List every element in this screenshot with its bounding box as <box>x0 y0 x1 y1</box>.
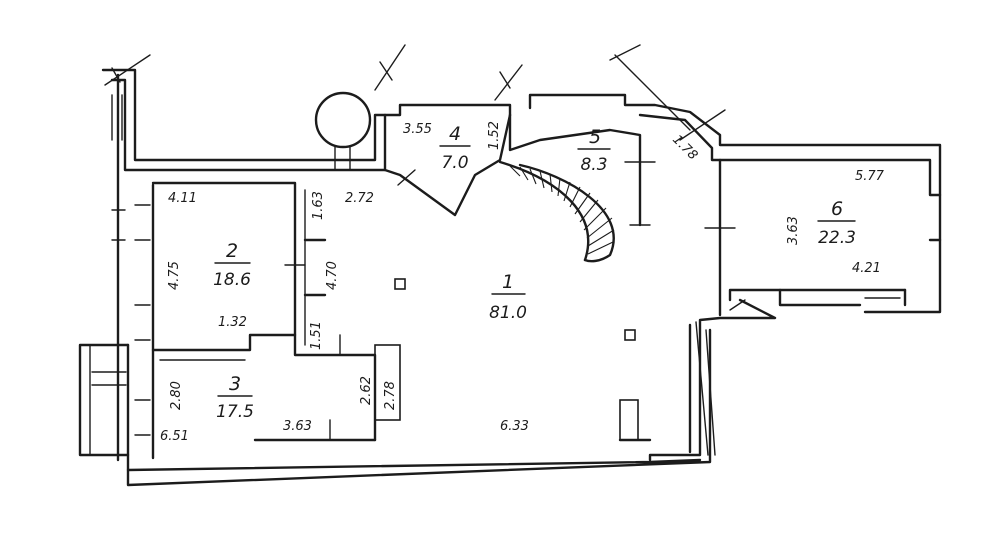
dim-label: 6.33 <box>500 419 529 434</box>
north-marks <box>104 44 746 311</box>
room-1-6-walls <box>618 158 736 442</box>
dim-label: 4.11 <box>168 191 197 206</box>
dim-label: 2.80 <box>169 381 184 410</box>
room-label-4: 4 7.0 <box>439 123 471 173</box>
room-number: 6 <box>831 198 843 220</box>
spiral-stair <box>498 160 615 263</box>
room-area: 7.0 <box>441 153 468 173</box>
dim-label: 3.55 <box>403 122 432 137</box>
dim-label: 4.70 <box>325 261 340 290</box>
column-post <box>624 329 636 341</box>
room-area: 18.6 <box>213 270 251 290</box>
room-area: 22.3 <box>818 228 856 248</box>
dim-label: 1.63 <box>311 191 326 220</box>
dim-label: 1.32 <box>218 315 247 330</box>
room-2-3-walls <box>151 181 401 460</box>
dim-label: 4.75 <box>167 261 182 290</box>
room-number: 5 <box>589 126 601 148</box>
room-number: 4 <box>449 123 461 145</box>
dim-label: 6.51 <box>160 429 189 444</box>
room-label-5: 5 8.3 <box>577 126 611 175</box>
room-4-5-walls <box>383 113 656 227</box>
dim-label: 2.62 <box>359 376 374 405</box>
room-label-6: 6 22.3 <box>817 198 856 248</box>
dim-label: 1.51 <box>309 321 324 350</box>
room-number: 3 <box>229 373 241 395</box>
room-label-1: 1 81.0 <box>489 271 527 323</box>
dim-label: 3.63 <box>786 216 801 245</box>
room-area: 8.3 <box>580 155 607 175</box>
room-label-3: 3 17.5 <box>216 373 254 422</box>
room-area: 81.0 <box>489 303 527 323</box>
dim-label: 1.78 <box>669 132 700 163</box>
room-number: 1 <box>502 271 514 293</box>
room-label-2: 2 18.6 <box>213 240 251 290</box>
dim-label: 2.78 <box>383 381 398 410</box>
dimension-labels: 3.55 1.52 2.72 4.11 4.75 1.63 4.70 1.32 … <box>160 121 885 444</box>
outer-walls <box>78 68 942 487</box>
column-post <box>394 278 406 290</box>
dim-label: 4.21 <box>852 261 881 276</box>
dim-label: 5.77 <box>855 169 885 184</box>
room-number: 2 <box>226 240 238 262</box>
room-area: 17.5 <box>216 402 254 422</box>
chimney-symbol <box>314 91 372 171</box>
dim-label: 1.52 <box>487 121 502 150</box>
dim-label: 3.63 <box>283 419 312 434</box>
dim-label: 2.72 <box>345 191 374 206</box>
